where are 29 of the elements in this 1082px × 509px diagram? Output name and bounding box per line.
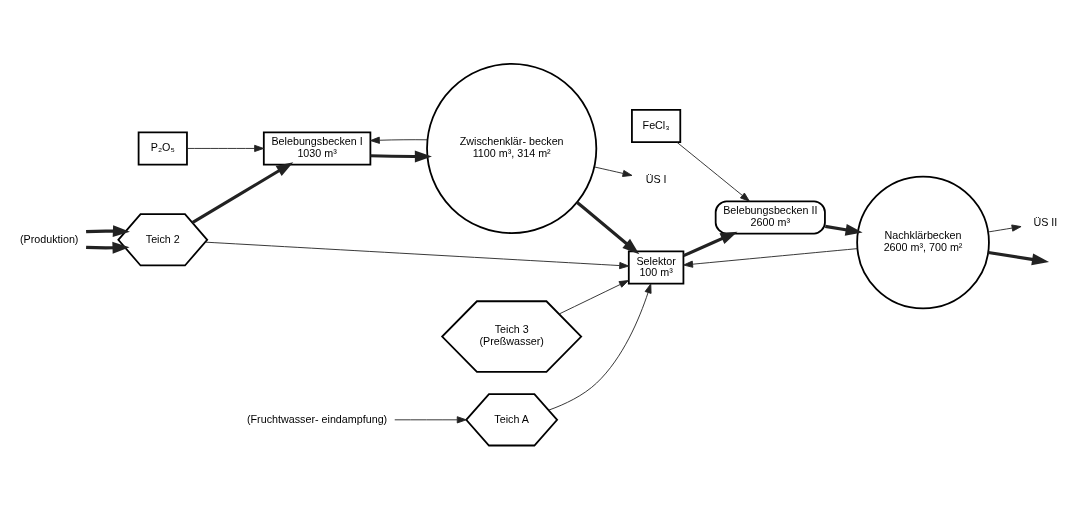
arrow [558, 280, 629, 315]
arrow [191, 162, 294, 224]
arrow [370, 136, 428, 144]
arrow [186, 144, 265, 153]
node-text: (Fruchtwasser- eindampfung) [247, 412, 388, 425]
arrow [370, 150, 432, 163]
node-circle: Zwischenklär- becken 1100 m³, 314 m² [426, 62, 598, 234]
arrow [548, 283, 652, 411]
arrow [205, 241, 630, 270]
arrow [676, 141, 750, 202]
node-circle: Nachklärbecken 2600 m³, 700 m² [856, 175, 990, 310]
node-box: Belebungsbecken I 1030 m³ [262, 131, 372, 166]
node-box: Selektor 100 m³ [627, 250, 685, 285]
node-text: ÜS II [1033, 215, 1058, 228]
node-box: P₂O₅ [137, 131, 188, 166]
arrow [576, 201, 640, 255]
arrow [86, 225, 130, 238]
arrow [594, 166, 633, 177]
node-text: (Produktion) [19, 232, 79, 245]
arrow [683, 231, 738, 258]
arrow [987, 224, 1022, 233]
arrow [825, 223, 863, 236]
arrow [683, 248, 858, 268]
node-box: FeCl₃ [631, 109, 682, 144]
arrow [86, 241, 130, 254]
arrow [988, 251, 1050, 266]
arrow [394, 416, 467, 424]
node-text: ÜS I [645, 173, 667, 186]
node-box: Belebungsbecken II 2600 m³ [714, 200, 826, 235]
